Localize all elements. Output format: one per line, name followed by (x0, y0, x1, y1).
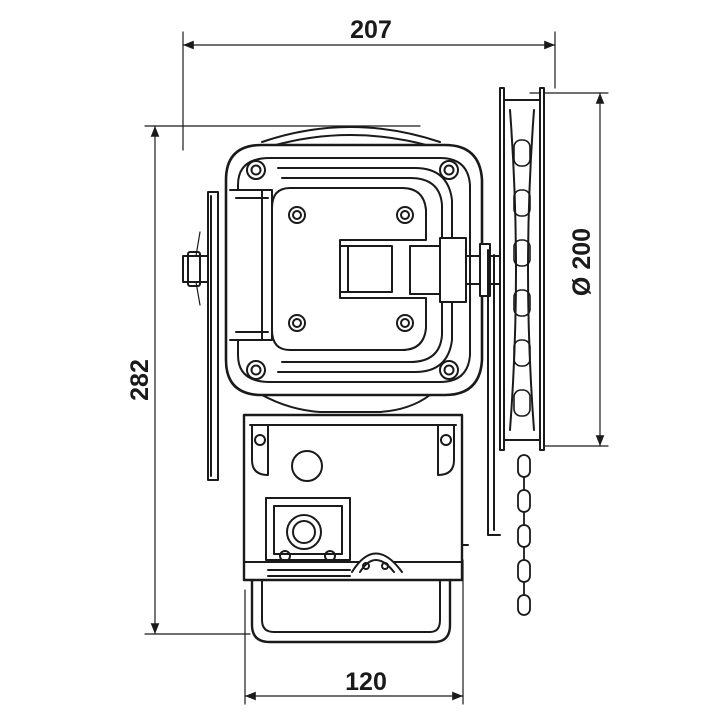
chain-wheel (487, 87, 545, 536)
dimension-label-top-width: 207 (350, 16, 392, 44)
dimension-label-diameter: Ø 200 (568, 228, 596, 296)
motor-cylinder (261, 126, 441, 147)
left-flange-plate (182, 191, 219, 481)
dimension-lines (144, 31, 609, 705)
dimension-label-bottom-width: 120 (345, 668, 387, 696)
hanging-chain (517, 454, 531, 616)
housing-bolts (246, 160, 459, 380)
handle-loop (250, 578, 452, 644)
control-box (242, 394, 469, 582)
dimension-label-height: 282 (126, 359, 154, 401)
gear-housing (224, 143, 501, 397)
